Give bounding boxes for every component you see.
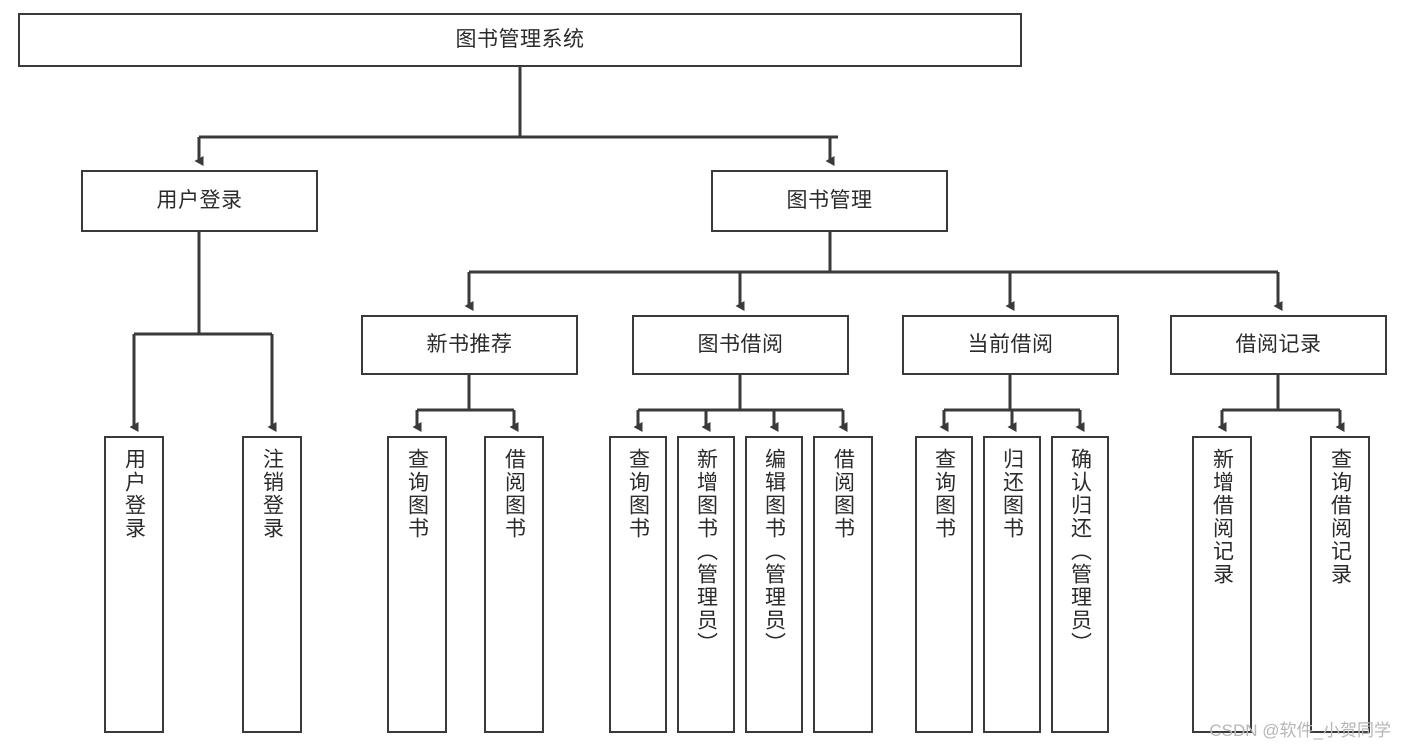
node-user-login[interactable]: 用户登录 [81,170,318,232]
node-book-borrow-label: 图书借阅 [697,332,784,356]
leaf-edit-book-admin-label: 编辑图书（管理员） [762,448,786,655]
node-book-borrow[interactable]: 图书借阅 [632,315,849,375]
watermark: CSDN @软件_小贺同学 [1209,721,1391,740]
leaf-query-borrow-record-label: 查询借阅记录 [1328,448,1352,586]
leaf-query-book-current[interactable]: 查询图书 [915,436,973,733]
leaf-logout[interactable]: 注销登录 [242,436,302,733]
leaf-query-book-borrow-label: 查询图书 [626,448,650,540]
leaf-query-book-recommend-label: 查询图书 [405,448,429,540]
leaf-query-book-recommend[interactable]: 查询图书 [387,436,447,733]
node-root[interactable]: 图书管理系统 [18,13,1022,67]
node-borrow-records[interactable]: 借阅记录 [1170,315,1387,375]
leaf-query-book-borrow[interactable]: 查询图书 [609,436,667,733]
leaf-add-borrow-record[interactable]: 新增借阅记录 [1192,436,1252,733]
leaf-logout-label: 注销登录 [260,448,284,540]
leaf-borrow-book-recommend-label: 借阅图书 [502,448,526,540]
leaf-confirm-return-admin[interactable]: 确认归还（管理员） [1051,436,1109,733]
leaf-add-borrow-record-label: 新增借阅记录 [1210,448,1234,586]
node-user-login-label: 用户登录 [156,188,243,212]
leaf-query-borrow-record[interactable]: 查询借阅记录 [1310,436,1370,733]
node-current-borrow-label: 当前借阅 [967,332,1054,356]
leaf-user-login-label: 用户登录 [122,448,146,540]
leaf-user-login[interactable]: 用户登录 [104,436,164,733]
node-current-borrow[interactable]: 当前借阅 [902,315,1119,375]
leaf-confirm-return-admin-label: 确认归还（管理员） [1068,448,1092,655]
node-new-book-recommend-label: 新书推荐 [426,332,513,356]
leaf-return-book[interactable]: 归还图书 [983,436,1041,733]
leaf-query-book-current-label: 查询图书 [932,448,956,540]
node-book-management[interactable]: 图书管理 [711,170,948,232]
node-root-label: 图书管理系统 [455,27,585,51]
leaf-add-book-admin[interactable]: 新增图书（管理员） [677,436,735,733]
leaf-borrow-book-label: 借阅图书 [831,448,855,540]
node-book-management-label: 图书管理 [786,188,873,212]
leaf-edit-book-admin[interactable]: 编辑图书（管理员） [745,436,803,733]
leaf-borrow-book-recommend[interactable]: 借阅图书 [484,436,544,733]
node-new-book-recommend[interactable]: 新书推荐 [361,315,578,375]
leaf-return-book-label: 归还图书 [1000,448,1024,540]
node-borrow-records-label: 借阅记录 [1235,332,1322,356]
leaf-borrow-book[interactable]: 借阅图书 [813,436,873,733]
leaf-add-book-admin-label: 新增图书（管理员） [694,448,718,655]
